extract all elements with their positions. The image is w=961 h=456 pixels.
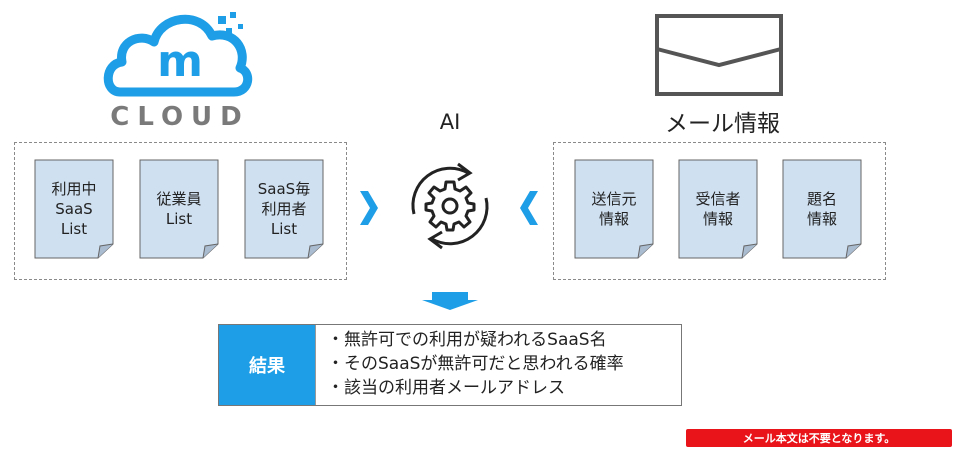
doc-sender-info: 送信元 情報 xyxy=(574,159,654,259)
result-item: ・無許可での利用が疑われるSaaS名 xyxy=(327,330,607,350)
cloud-logo: m CLOUD xyxy=(100,2,260,137)
result-box: 結果 ・無許可での利用が疑われるSaaS名 ・そのSaaSが無許可だと思われる確… xyxy=(218,324,682,406)
ai-label: AI xyxy=(439,110,461,134)
result-item: ・そのSaaSが無許可だと思われる確率 xyxy=(327,354,624,374)
doc-recipient-info: 受信者 情報 xyxy=(678,159,758,259)
doc-user-list: SaaS毎 利用者 List xyxy=(244,159,324,259)
doc-subject-info: 題名 情報 xyxy=(782,159,862,259)
result-item: ・該当の利用者メールアドレス xyxy=(327,378,565,398)
arrow-left-icon xyxy=(520,191,538,225)
envelope-icon xyxy=(655,14,783,96)
mail-info-label: メール情報 xyxy=(665,111,780,137)
doc-label: 従業員 List xyxy=(156,190,202,228)
arrow-right-icon xyxy=(360,191,378,225)
doc-label: 受信者 情報 xyxy=(695,190,741,228)
result-list: ・無許可での利用が疑われるSaaS名 ・そのSaaSが無許可だと思われる確率 ・… xyxy=(327,328,624,400)
left-data-group xyxy=(14,142,347,280)
doc-label: SaaS毎 利用者 List xyxy=(257,180,311,238)
logo-letter: m xyxy=(157,36,203,87)
result-label: 結果 xyxy=(219,325,315,405)
doc-employee-list: 従業員 List xyxy=(139,159,219,259)
doc-label: 送信元 情報 xyxy=(591,190,637,228)
notice-banner: メール本文は不要となります。 xyxy=(686,429,952,447)
right-mail-group xyxy=(553,142,886,280)
result-divider xyxy=(315,325,316,405)
doc-label: 利用中 SaaS List xyxy=(51,180,97,238)
logo-wordmark: CLOUD xyxy=(110,102,250,132)
arrow-down-icon xyxy=(422,292,478,310)
doc-label: 題名 情報 xyxy=(806,190,837,228)
cloud-logo-icon: m xyxy=(103,12,253,97)
doc-saas-list: 利用中 SaaS List xyxy=(34,159,114,259)
ai-gear-cycle-icon xyxy=(411,162,489,250)
